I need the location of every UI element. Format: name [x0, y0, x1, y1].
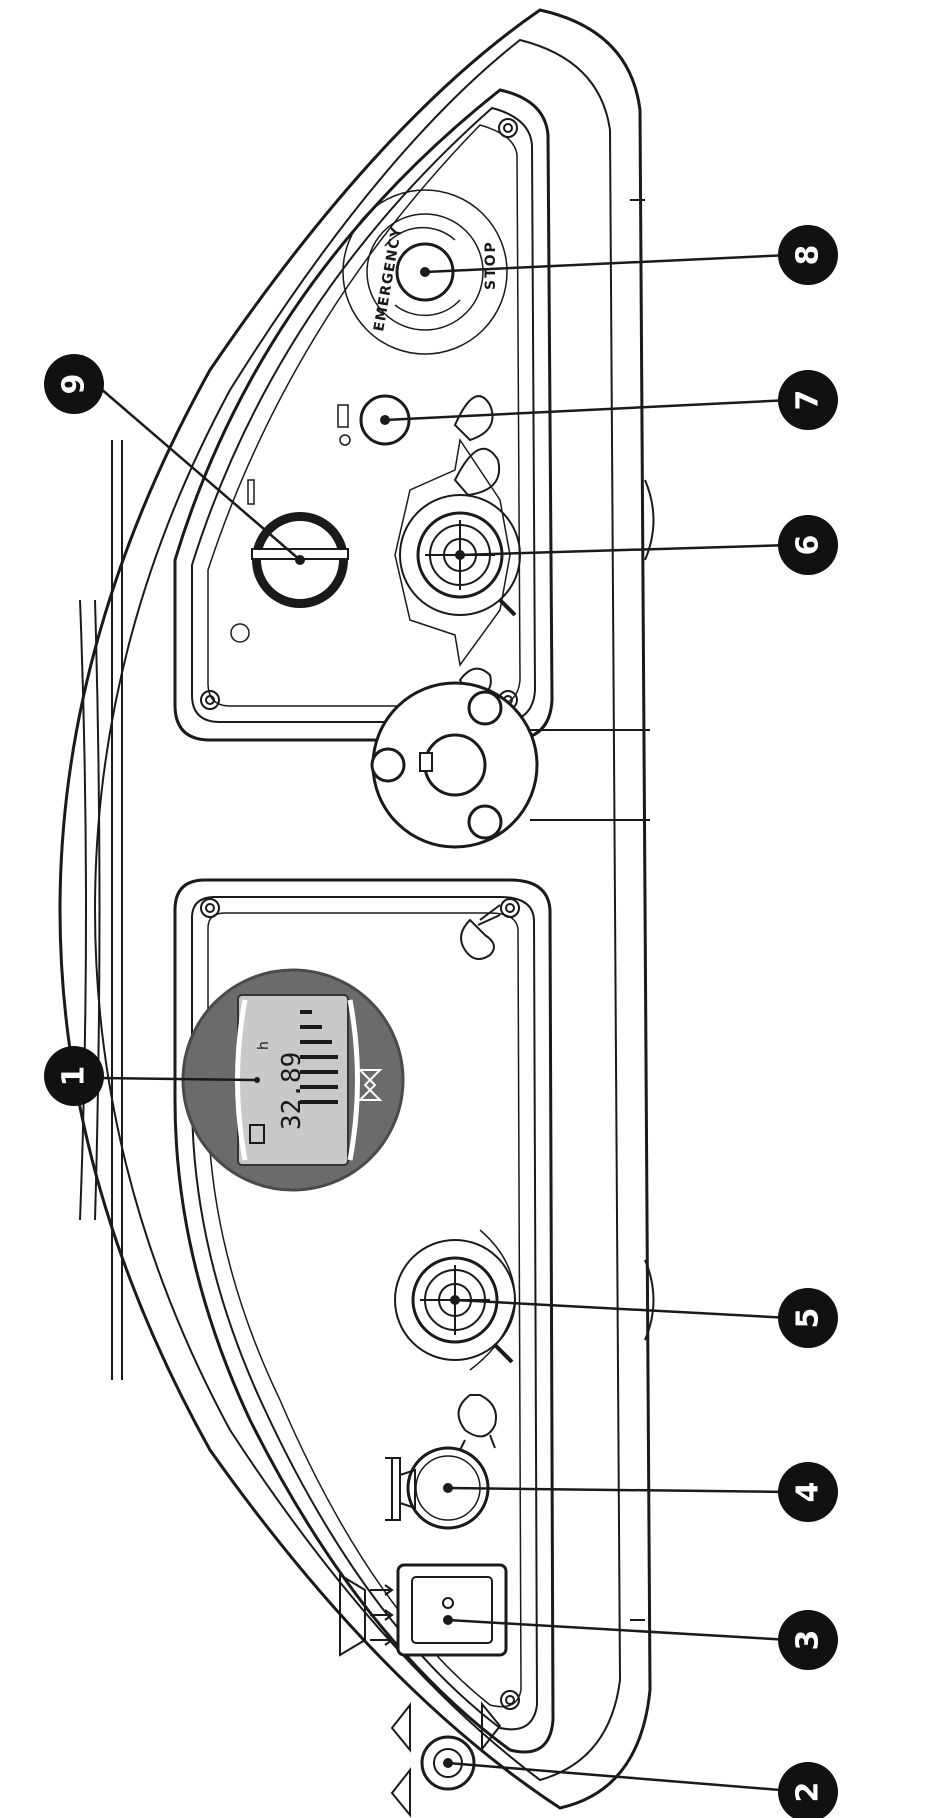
callout-4: 4 [778, 1462, 838, 1522]
callout-8: 8 [778, 225, 838, 285]
callout-6: 6 [778, 515, 838, 575]
callout-2: 2 [778, 1762, 838, 1818]
callout-1-number: 1 [57, 1066, 92, 1087]
callout-8-number: 8 [791, 245, 826, 266]
callout-7: 7 [778, 370, 838, 430]
turtle-icon [457, 1394, 497, 1451]
water-drops-icon [453, 395, 501, 497]
callout-1: 1 [44, 1046, 104, 1106]
on-off-symbol [337, 404, 351, 446]
rabbit-icon [460, 904, 501, 960]
leader-lines [99, 253, 791, 1792]
key-positions-symbol [230, 479, 255, 643]
vacuum-switch[interactable] [396, 1563, 508, 1657]
panel-housing [58, 8, 655, 1810]
center-hub [370, 681, 650, 849]
callout-3: 3 [778, 1610, 838, 1670]
callout-3-number: 3 [791, 1630, 826, 1651]
upper-plate-screws [200, 118, 518, 710]
callout-7-number: 7 [791, 390, 826, 411]
direction-arrows-icon [390, 1701, 502, 1818]
emergency-stop-button[interactable] [342, 189, 508, 355]
horn-icon [385, 1457, 416, 1521]
battery-level-bars [300, 1010, 338, 1104]
vacuum-suction-icon [339, 1573, 394, 1657]
callout-2-number: 2 [791, 1782, 826, 1803]
callout-5: 5 [778, 1288, 838, 1348]
callout-5-number: 5 [791, 1308, 826, 1329]
hourglass-icon [357, 1069, 383, 1101]
display-gauge [181, 968, 405, 1192]
callout-4-number: 4 [791, 1482, 826, 1503]
callout-6-number: 6 [791, 535, 826, 556]
stop-label: STOP [483, 240, 499, 290]
water-flow-knob[interactable] [394, 438, 521, 667]
display-hours-unit: h [256, 1041, 272, 1050]
callout-9: 9 [44, 354, 104, 414]
display-time-readout: 32.89 [277, 1052, 307, 1130]
callout-9-number: 9 [57, 374, 92, 395]
lower-plate-screws [200, 898, 520, 1710]
